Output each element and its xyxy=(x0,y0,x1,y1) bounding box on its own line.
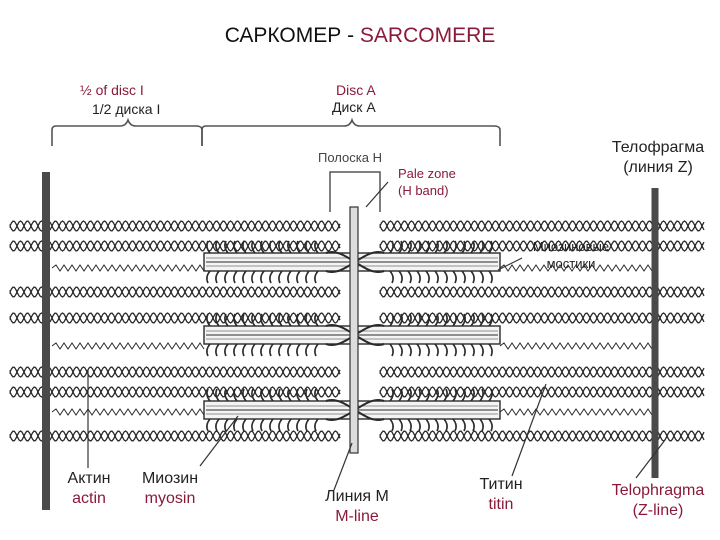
actin-filament xyxy=(9,240,341,252)
actin-filament xyxy=(9,430,341,442)
actin-label-en: actin xyxy=(72,490,106,507)
title-en: SARCOMERE xyxy=(359,24,496,47)
disc-a-brace xyxy=(201,117,501,146)
actin-filament xyxy=(379,286,705,298)
title-ru: САРКОМЕР - xyxy=(224,24,360,47)
pale-zone-label-1: Pale zone xyxy=(398,166,456,181)
telophragma-label-en-1: Telophragma xyxy=(611,482,705,499)
actin-filament xyxy=(379,240,705,252)
m-line-pointer xyxy=(333,442,353,491)
titin-label-ru: Титин xyxy=(479,476,523,493)
m-line-label-en: M-line xyxy=(335,508,379,525)
titin-filament xyxy=(499,264,653,272)
telophragma-label-ru-2: (линия Z) xyxy=(623,159,693,176)
telophragma-label-en-2: (Z-line) xyxy=(632,502,684,519)
pale-zone-label-2: (H band) xyxy=(398,183,449,198)
z-line-pointer xyxy=(635,439,666,479)
bridges-label-ru-1: Миозиновые xyxy=(532,239,610,254)
disc-a-label-ru: Диск А xyxy=(332,99,376,115)
titin-filament xyxy=(51,342,205,350)
disc-a-label-en: Disc A xyxy=(336,82,376,98)
actin-filament xyxy=(9,286,341,298)
diagram-title: САРКОМЕР - SARCOMERE xyxy=(0,24,720,48)
myosin-pointer xyxy=(199,415,239,467)
actin-filament xyxy=(9,312,341,324)
h-band-bracket xyxy=(329,171,381,212)
titin-filament xyxy=(499,342,653,350)
actin-filament xyxy=(9,366,341,378)
half-disc-i-label-ru: 1/2 диска I xyxy=(92,101,161,117)
actin-filament xyxy=(9,220,341,232)
actin-filament xyxy=(379,220,705,232)
telophragma-label-ru-1: Телофрагма xyxy=(611,139,705,156)
half-disc-i-label-en: ½ of disc I xyxy=(80,82,144,98)
myosin-label-en: myosin xyxy=(144,490,196,507)
half-disc-i-brace xyxy=(51,117,203,146)
bridges-label-ru-2: мостики xyxy=(546,256,596,271)
titin-filament xyxy=(51,408,205,416)
titin-filament xyxy=(51,264,205,272)
titin-pointer xyxy=(511,383,547,477)
actin-filament xyxy=(379,430,705,442)
h-band-label-ru: Полоска Н xyxy=(318,150,382,165)
actin-filament xyxy=(379,366,705,378)
pale-zone-pointer xyxy=(365,181,389,208)
titin-label-en: titin xyxy=(488,496,514,513)
bridges-pointer xyxy=(497,257,523,271)
titin-filaments xyxy=(51,264,653,416)
actin-label-ru: Актин xyxy=(67,470,111,487)
actin-filaments xyxy=(9,220,705,442)
m-line xyxy=(349,206,359,454)
actin-filament xyxy=(9,386,341,398)
myosin-label-ru: Миозин xyxy=(141,470,199,487)
m-line-label-ru: Линия М xyxy=(325,488,389,505)
titin-filament xyxy=(499,408,653,416)
